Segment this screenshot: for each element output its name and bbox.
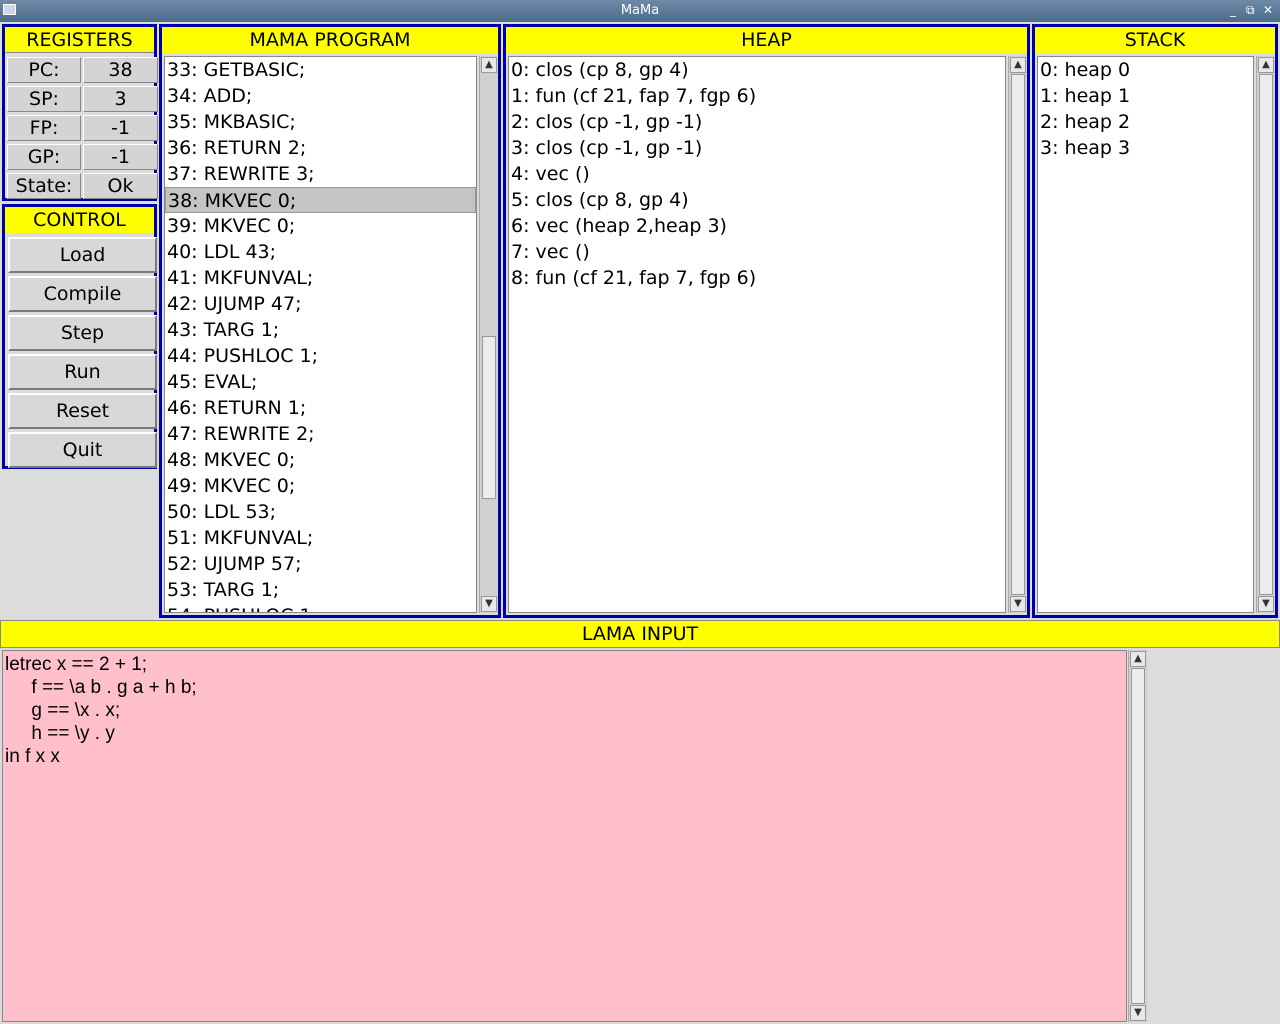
list-item[interactable]: 1: heap 1	[1040, 85, 1131, 107]
register-row: State:Ok	[7, 173, 158, 200]
list-item[interactable]: 50: LDL 53;	[167, 501, 277, 523]
list-item[interactable]: 52: UJUMP 57;	[167, 553, 302, 575]
list-item[interactable]: 44: PUSHLOC 1;	[167, 345, 318, 367]
heap-header: HEAP	[506, 27, 1027, 53]
list-item[interactable]: 8: fun (cf 21, fap 7, fgp 6)	[511, 267, 757, 289]
reset-button[interactable]: Reset	[8, 393, 157, 429]
list-item[interactable]: 43: TARG 1;	[167, 319, 280, 341]
registers-header: REGISTERS	[5, 27, 154, 53]
list-item[interactable]: 1: fun (cf 21, fap 7, fgp 6)	[511, 85, 757, 107]
stack-panel: STACK 0: heap 0 1: heap 1 2: heap 2 3: heap…	[1032, 24, 1278, 618]
heap-panel: HEAP 0: clos (cp 8, gp 4) 1: fun (cf 21, …	[503, 24, 1030, 618]
register-value: -1	[83, 144, 158, 170]
list-item[interactable]: 48: MKVEC 0;	[167, 449, 296, 471]
scroll-thumb[interactable]	[1259, 74, 1273, 595]
scroll-up-icon[interactable]: ▲	[1010, 57, 1026, 73]
program-header: MAMA PROGRAM	[162, 27, 498, 53]
code-line: g == \x . x;	[5, 700, 121, 721]
load-button[interactable]: Load	[8, 237, 157, 273]
list-item[interactable]: 3: heap 3	[1040, 137, 1131, 159]
list-item[interactable]: 51: MKFUNVAL;	[167, 527, 314, 549]
register-value: 38	[83, 57, 158, 83]
list-item[interactable]: 41: MKFUNVAL;	[167, 267, 314, 289]
program-list[interactable]: 33: GETBASIC; 34: ADD; 35: MKBASIC; 36: RET…	[164, 56, 477, 613]
list-item[interactable]: 4: vec ()	[511, 163, 590, 185]
register-value: -1	[83, 115, 158, 141]
list-item[interactable]: 2: heap 2	[1040, 111, 1131, 133]
run-button[interactable]: Run	[8, 354, 157, 390]
register-name: GP:	[7, 144, 81, 170]
program-scrollbar[interactable]: ▲ ▼	[479, 56, 498, 613]
title-bar: MaMa _ ⧉ ✕	[0, 0, 1280, 22]
scroll-down-icon[interactable]: ▼	[1130, 1005, 1146, 1021]
list-item[interactable]: 2: clos (cp -1, gp -1)	[511, 111, 703, 133]
list-item[interactable]: 5: clos (cp 8, gp 4)	[511, 189, 689, 211]
list-item[interactable]: 46: RETURN 1;	[167, 397, 307, 419]
minimize-icon[interactable]: _	[1230, 3, 1236, 17]
heap-scrollbar[interactable]: ▲ ▼	[1008, 56, 1027, 613]
scroll-up-icon[interactable]: ▲	[481, 57, 497, 73]
list-item[interactable]: 37: REWRITE 3;	[167, 163, 315, 185]
stack-header: STACK	[1035, 27, 1275, 53]
close-icon[interactable]: ✕	[1263, 3, 1274, 17]
stack-scrollbar[interactable]: ▲ ▼	[1256, 56, 1275, 613]
window-menu-icon[interactable]	[3, 4, 16, 15]
window-title: MaMa	[620, 3, 660, 18]
list-item[interactable]: 53: TARG 1;	[167, 579, 280, 601]
scroll-down-icon[interactable]: ▼	[1258, 596, 1274, 612]
register-row: SP:3	[7, 86, 158, 113]
list-item[interactable]: 34: ADD;	[167, 85, 253, 107]
register-name: FP:	[7, 115, 81, 141]
list-item[interactable]: 39: MKVEC 0;	[167, 215, 296, 237]
register-row: GP:-1	[7, 144, 158, 171]
register-name: PC:	[7, 57, 81, 83]
register-value: 3	[83, 86, 158, 112]
register-name: SP:	[7, 86, 81, 112]
list-item[interactable]: 47: REWRITE 2;	[167, 423, 315, 445]
list-item[interactable]: 33: GETBASIC;	[167, 59, 306, 81]
lama-scrollbar[interactable]: ▲ ▼	[1128, 650, 1147, 1022]
scroll-up-icon[interactable]: ▲	[1130, 651, 1146, 667]
code-line: h == \y . y	[5, 723, 115, 744]
list-item[interactable]: 42: UJUMP 47;	[167, 293, 302, 315]
scroll-thumb[interactable]	[1011, 74, 1025, 595]
register-row: FP:-1	[7, 115, 158, 142]
list-item[interactable]: 38: MKVEC 0;	[165, 187, 476, 213]
list-item[interactable]: 0: clos (cp 8, gp 4)	[511, 59, 689, 81]
step-button[interactable]: Step	[8, 315, 157, 351]
list-item[interactable]: 7: vec ()	[511, 241, 590, 263]
list-item[interactable]: 36: RETURN 2;	[167, 137, 307, 159]
scroll-thumb[interactable]	[482, 336, 496, 499]
stack-list[interactable]: 0: heap 0 1: heap 1 2: heap 2 3: heap 3	[1037, 56, 1254, 613]
code-line: f == \a b . g a + h b;	[5, 677, 197, 698]
quit-button[interactable]: Quit	[8, 432, 157, 468]
list-item[interactable]: 6: vec (heap 2,heap 3)	[511, 215, 727, 237]
register-name: State:	[7, 173, 81, 199]
list-item[interactable]: 49: MKVEC 0;	[167, 475, 296, 497]
heap-list[interactable]: 0: clos (cp 8, gp 4) 1: fun (cf 21, fap 7…	[508, 56, 1006, 613]
register-row: PC:38	[7, 57, 158, 84]
lama-header: LAMA INPUT	[0, 620, 1280, 648]
control-header: CONTROL	[5, 207, 154, 233]
scroll-up-icon[interactable]: ▲	[1258, 57, 1274, 73]
register-value: Ok	[83, 173, 158, 199]
lama-input-panel: LAMA INPUT letrec x == 2 + 1; f == \a b …	[0, 620, 1280, 1024]
scroll-down-icon[interactable]: ▼	[481, 596, 497, 612]
list-item[interactable]: 40: LDL 43;	[167, 241, 277, 263]
list-item[interactable]: 3: clos (cp -1, gp -1)	[511, 137, 703, 159]
list-item[interactable]: 45: EVAL;	[167, 371, 258, 393]
list-item[interactable]: 35: MKBASIC;	[167, 111, 296, 133]
scroll-thumb[interactable]	[1131, 668, 1145, 1004]
list-item[interactable]: 0: heap 0	[1040, 59, 1131, 81]
code-line: in f x x	[5, 746, 60, 767]
lama-input-textarea[interactable]: letrec x == 2 + 1; f == \a b . g a + h b…	[2, 650, 1127, 1022]
scroll-down-icon[interactable]: ▼	[1010, 596, 1026, 612]
program-panel: MAMA PROGRAM 33: GETBASIC; 34: ADD; 35: MK…	[159, 24, 501, 618]
code-line: letrec x == 2 + 1;	[5, 654, 148, 675]
compile-button[interactable]: Compile	[8, 276, 157, 312]
list-item[interactable]: 54: PUSHLOC 1;	[165, 603, 476, 612]
restore-icon[interactable]: ⧉	[1246, 3, 1255, 17]
